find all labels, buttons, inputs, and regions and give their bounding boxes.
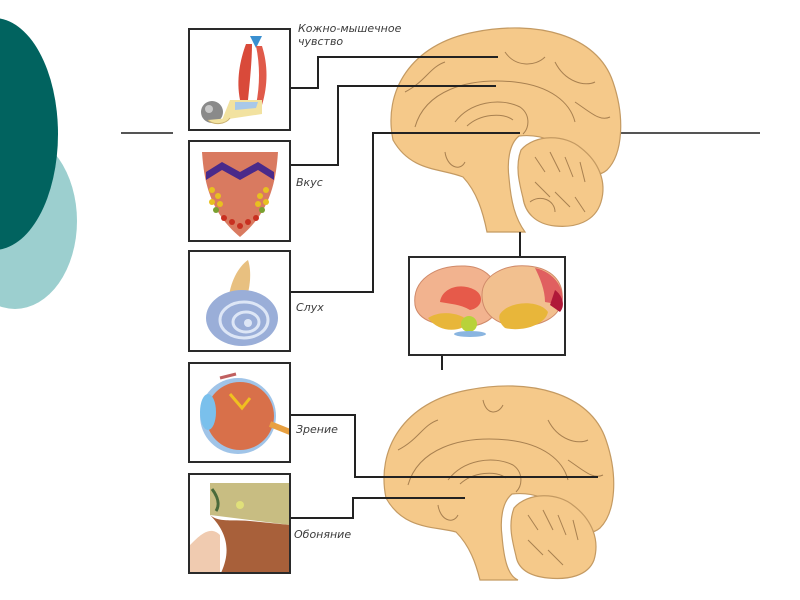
tongue-icon: [202, 152, 278, 237]
title-rule-right: [620, 132, 760, 134]
olfactory-icon: [190, 475, 289, 572]
inset-brain-lobes: [408, 256, 566, 356]
label-kinesthetic-line1: Кожно-мышечное: [298, 22, 402, 35]
label-vision: Зрение: [296, 423, 338, 436]
title-rule-left: [121, 132, 173, 134]
label-kinesthetic: Кожно-мышечное чувство: [298, 22, 401, 48]
label-kinesthetic-line2: чувство: [298, 35, 344, 48]
sense-box-vision: [188, 362, 291, 463]
arm-muscle-icon: [201, 36, 267, 125]
connector-vision: [290, 414, 598, 478]
label-taste: Вкус: [296, 176, 323, 189]
brain-top: [390, 27, 622, 233]
sense-box-taste: [188, 140, 291, 242]
connector-taste: [290, 85, 496, 166]
label-hearing: Слух: [296, 301, 324, 314]
sense-box-kinesthetic: [188, 28, 291, 131]
connector-hearing: [290, 132, 520, 293]
brain-bottom: [383, 385, 615, 581]
sense-box-hearing: [188, 250, 291, 352]
eye-icon: [200, 372, 289, 454]
cochlea-icon: [206, 260, 278, 346]
sense-box-smell: [188, 473, 291, 574]
connector-kinesthetic: [290, 56, 498, 89]
connector-smell: [290, 497, 465, 519]
label-smell: Обоняние: [294, 528, 352, 541]
